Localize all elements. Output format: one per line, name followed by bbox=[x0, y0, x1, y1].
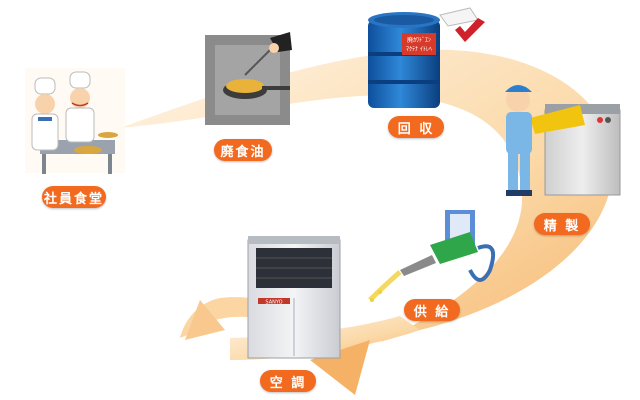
step-label-supply: 供 給 bbox=[404, 299, 460, 321]
drum-sticker-line-2: ﾏｸﾃﾅ ｲﾄﾚﾍ bbox=[406, 46, 432, 53]
flow-arrowhead bbox=[310, 340, 370, 395]
fuel-nozzle-icon bbox=[368, 210, 495, 302]
step-label-cafeteria: 社員食堂 bbox=[42, 186, 106, 208]
oil-drum-icon: 廃ｶﾜﾄﾞｴﾝ ﾏｸﾃﾅ ｲﾄﾚﾍ bbox=[368, 7, 485, 108]
chefs-cooking-icon bbox=[25, 68, 125, 174]
step-label-waste-oil: 廃食油 bbox=[214, 139, 272, 161]
refinery-worker-icon bbox=[505, 85, 621, 196]
step-label-collection: 回 収 bbox=[388, 116, 444, 138]
step-label-refining: 精 製 bbox=[534, 213, 590, 235]
frying-pan-icon bbox=[205, 32, 292, 125]
step-label-air-conditioning: 空 調 bbox=[260, 370, 316, 392]
air-conditioner-unit-icon: SANYO bbox=[247, 236, 341, 359]
ac-brand-text: SANYO bbox=[265, 300, 282, 306]
drum-sticker-line-1: 廃ｶﾜﾄﾞｴﾝ bbox=[407, 36, 431, 44]
